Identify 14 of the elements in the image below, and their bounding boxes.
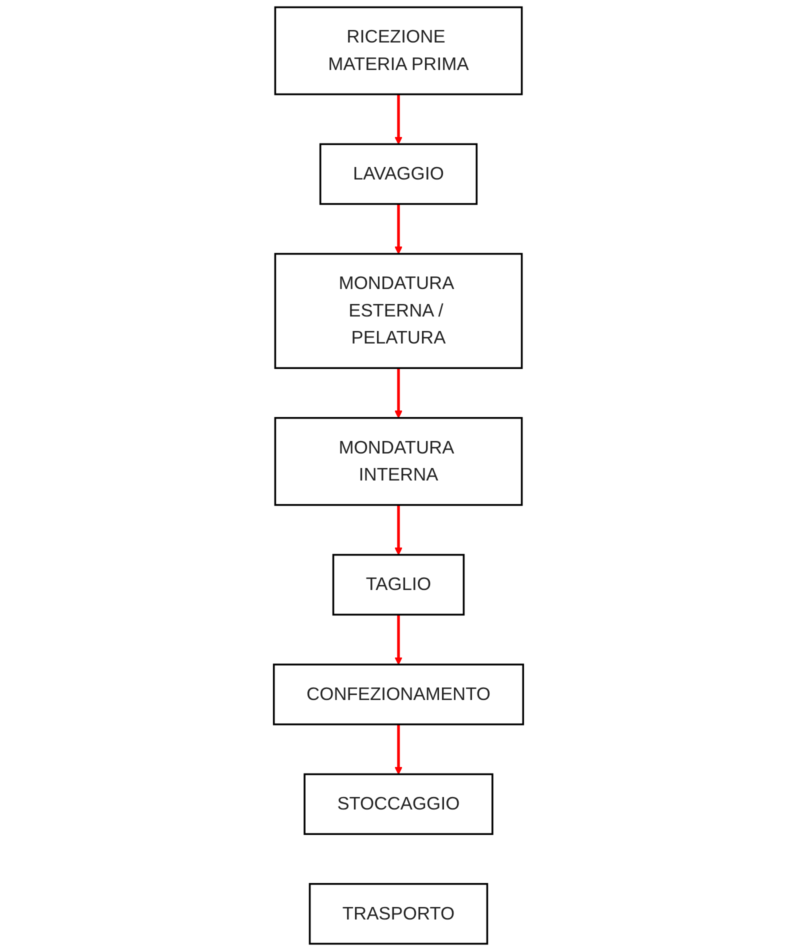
node-box: [274, 6, 523, 96]
arrow: [394, 504, 402, 556]
node-box: [274, 417, 523, 506]
node-box: [274, 252, 523, 369]
node-box: [332, 554, 465, 616]
arrow: [394, 94, 402, 144]
arrow: [394, 724, 402, 775]
arrow: [394, 368, 402, 418]
node-box: [308, 883, 488, 945]
node-box: [319, 143, 478, 205]
node-box: [304, 773, 494, 835]
arrow: [394, 204, 402, 254]
arrow: [394, 614, 402, 665]
node-box: [272, 664, 524, 726]
